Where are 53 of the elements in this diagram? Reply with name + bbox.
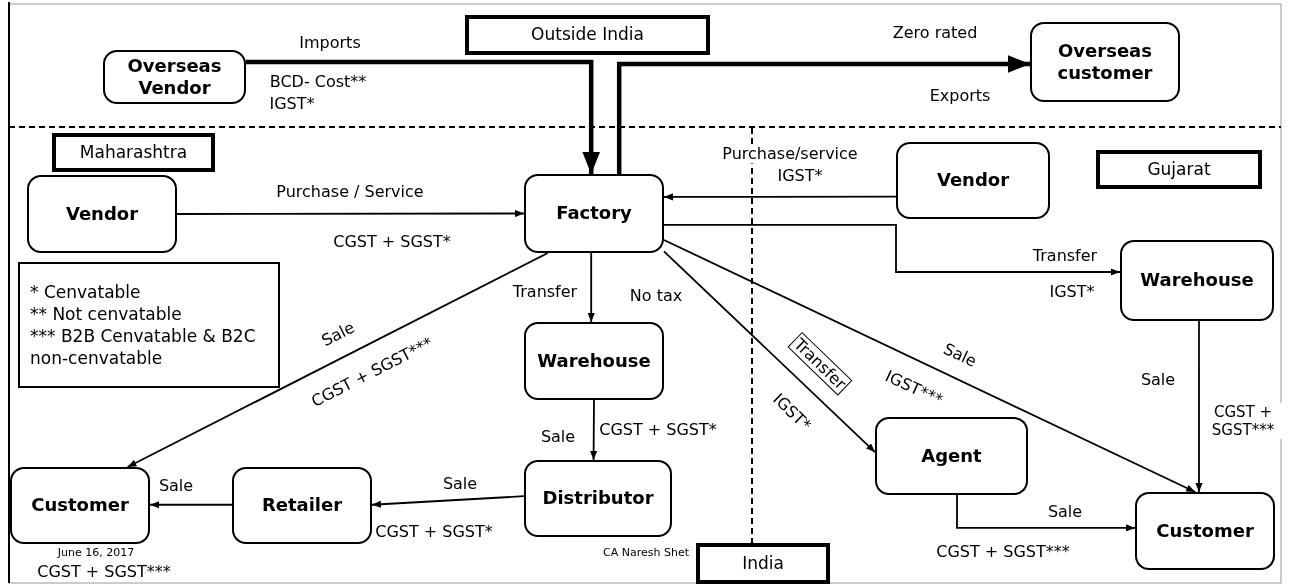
arrow <box>1195 320 1203 493</box>
node-label: Maharashtra <box>79 141 188 164</box>
arrow <box>956 494 1136 532</box>
arrow <box>663 239 1197 493</box>
node-label: ** Not cenvatable <box>30 302 182 325</box>
region-label <box>1096 150 1262 189</box>
process-box <box>27 175 177 253</box>
edge-label: Imports <box>297 33 363 53</box>
process-box <box>1030 22 1180 102</box>
node-label: * Cenvatable <box>30 280 141 303</box>
arrow <box>587 252 595 323</box>
process-box <box>524 174 664 253</box>
arrow <box>663 224 1121 276</box>
node-label: Gujarat <box>1147 158 1211 181</box>
node-label: Overseas Vendor <box>126 54 223 100</box>
process-box <box>524 322 664 400</box>
region-label <box>52 133 215 172</box>
node-label: Warehouse <box>1140 269 1254 292</box>
arrow <box>149 501 233 509</box>
node-label: India <box>742 552 784 575</box>
arrow <box>176 209 525 218</box>
node-label: *** B2B Cenvatable & B2C non-cenvatable <box>30 325 257 370</box>
process-box <box>103 50 246 104</box>
process-box <box>10 467 150 544</box>
process-box <box>875 417 1028 495</box>
region-label <box>465 15 710 55</box>
arrow <box>371 495 525 508</box>
node-label: Warehouse <box>537 349 651 373</box>
node-label: Vendor <box>936 169 1010 192</box>
node-label: Agent <box>921 444 982 468</box>
region-label <box>696 543 830 584</box>
edge-label: Purchase/service <box>720 144 860 164</box>
node-label: Customer <box>1156 519 1254 543</box>
arrow <box>246 59 601 174</box>
node-label: Retailer <box>261 494 343 517</box>
node-label: Outside India <box>531 24 644 46</box>
footer-text: June 16, 2017 <box>55 546 137 560</box>
arrow <box>590 399 598 461</box>
process-box <box>896 142 1050 219</box>
process-box <box>1120 240 1274 321</box>
arrow <box>663 193 897 201</box>
process-box <box>524 460 672 537</box>
process-box <box>1135 492 1275 570</box>
arrow <box>616 55 1030 174</box>
node-label: Distributor <box>542 487 654 510</box>
arrow <box>663 250 876 453</box>
note-box <box>18 262 280 388</box>
node-label: Factory <box>556 202 632 225</box>
node-label: Overseas customer <box>1056 39 1154 85</box>
process-box <box>232 467 372 544</box>
arrow <box>126 252 549 468</box>
node-label: Vendor <box>65 202 139 226</box>
node-label: Customer <box>31 494 129 517</box>
